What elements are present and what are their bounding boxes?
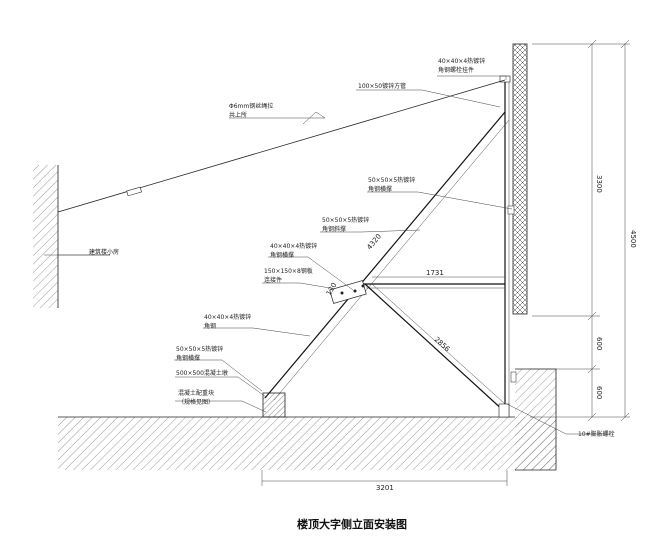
dim-low: 600 bbox=[595, 386, 603, 399]
dim-brace: 2856 bbox=[433, 336, 452, 354]
dimension-lines bbox=[261, 39, 630, 486]
label-top-brace: 50×50×5热镀锌 bbox=[368, 176, 415, 184]
label-cross-brace: 40×40×4热镀锌 bbox=[270, 242, 317, 250]
sign-panel bbox=[512, 43, 528, 315]
dim-base: 3201 bbox=[376, 484, 394, 492]
label-building: 建筑楼小房 bbox=[89, 248, 119, 256]
label-cross-brace-2: 角钢横撑 bbox=[270, 251, 294, 259]
label-diag-brace-2: 角钢斜撑 bbox=[322, 225, 346, 233]
label-bolt: 10#膨胀螺栓 bbox=[578, 430, 615, 438]
label-weight-2: （规格见图） bbox=[178, 398, 214, 406]
label-cable-2: 共上所 bbox=[229, 111, 247, 119]
dim-mid: 600 bbox=[595, 337, 603, 350]
label-footing: 500×500混凝土墩 bbox=[176, 369, 228, 377]
main-diagonal bbox=[264, 111, 510, 401]
ground-slab bbox=[58, 416, 556, 470]
parapet-wall bbox=[515, 368, 557, 471]
annotation-texts: 40×40×4热镀锌 角钢螺栓挂件 100×50镀锌方管 Φ6mm钢丝绳拉 共上… bbox=[89, 57, 637, 531]
label-plate: 150×150×8钢板 bbox=[264, 267, 313, 275]
label-top-brace-2: 角钢横撑 bbox=[368, 185, 392, 193]
lower-brace bbox=[364, 283, 506, 413]
label-angle-hanger-2: 角钢螺栓挂件 bbox=[438, 66, 474, 74]
drawing-title: 楼顶大字侧立面安装图 bbox=[297, 517, 407, 531]
label-cable: Φ6mm钢丝绳拉 bbox=[229, 102, 273, 110]
connection-plate bbox=[329, 280, 367, 304]
vertical-post bbox=[499, 75, 511, 417]
label-angle-2: 角钢 bbox=[204, 322, 216, 330]
dim-diagonal: 4320 bbox=[365, 232, 383, 251]
label-weight: 混凝土配重块 bbox=[178, 389, 214, 397]
label-square-tube: 100×50镀锌方管 bbox=[358, 82, 406, 90]
dim-horizontal: 1731 bbox=[426, 269, 444, 277]
building-wall bbox=[33, 165, 59, 308]
label-diag-brace: 50×50×5热镀锌 bbox=[322, 216, 369, 224]
label-bottom-brace-2: 角钢横撑 bbox=[176, 354, 200, 362]
concrete-footing bbox=[262, 392, 286, 418]
horizontal-member bbox=[362, 283, 505, 289]
guy-cable bbox=[57, 79, 506, 213]
post-base bbox=[498, 205, 517, 418]
label-plate-2: 连接件 bbox=[264, 276, 282, 284]
label-angle-hanger: 40×40×4热镀锌 bbox=[438, 57, 485, 65]
label-bottom-brace: 50×50×5热镀锌 bbox=[176, 345, 223, 353]
leader-lines bbox=[44, 75, 610, 435]
dim-upper: 3300 bbox=[595, 175, 603, 193]
label-angle: 40×40×4热镀锌 bbox=[204, 313, 251, 321]
dim-total: 4500 bbox=[629, 230, 637, 248]
